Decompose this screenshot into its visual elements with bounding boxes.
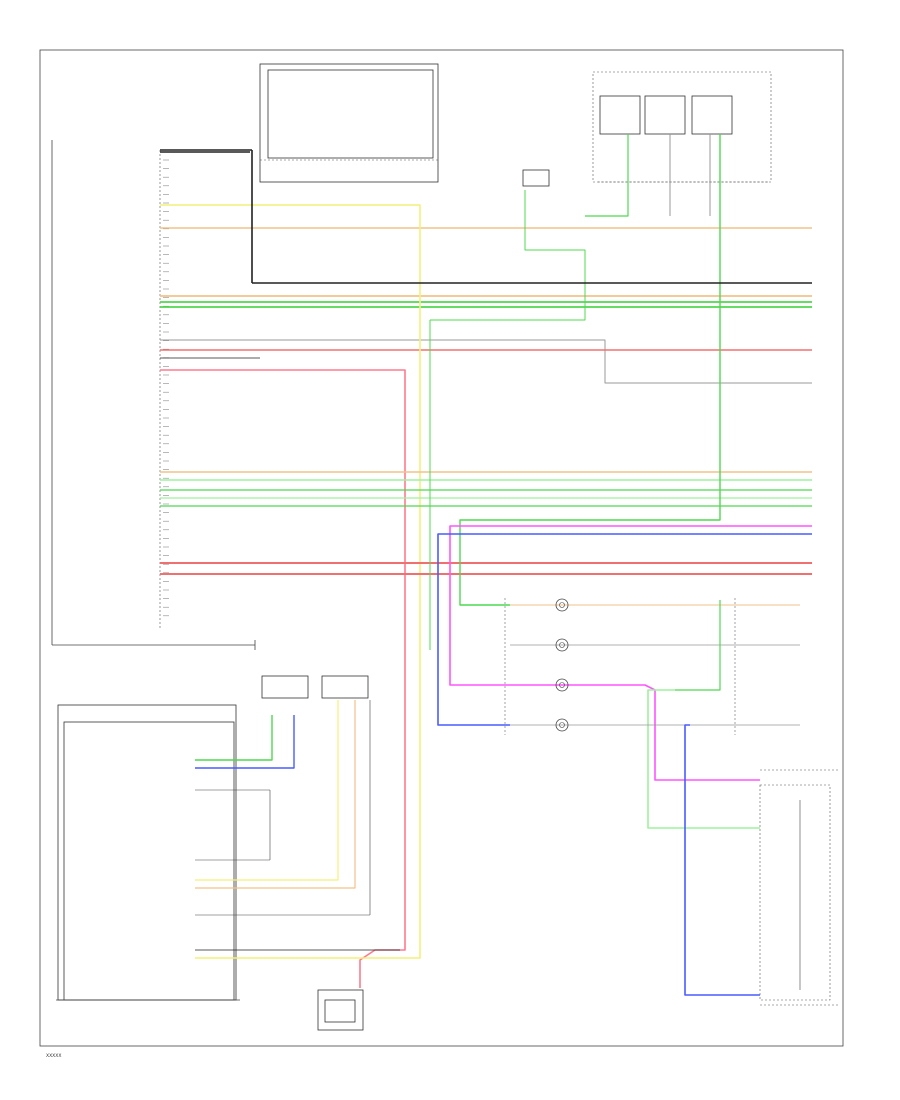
wire-green <box>675 600 721 691</box>
wire-yellow <box>160 204 421 959</box>
wire-green <box>459 134 721 606</box>
wire-magenta <box>449 525 812 686</box>
antenna-jack-icon <box>555 638 569 652</box>
antenna-jack-icon <box>555 678 569 692</box>
wire-blue <box>684 724 760 996</box>
top-right-component <box>592 71 772 183</box>
ground-icon <box>160 149 812 284</box>
antenna-jack-icon <box>555 718 569 732</box>
top-center-module <box>259 63 439 183</box>
outer-frame <box>39 49 844 1047</box>
wire-yellow <box>195 700 339 881</box>
connector-icon <box>522 169 550 187</box>
wire-blue <box>437 533 812 726</box>
main-module <box>51 140 256 650</box>
wire-blue <box>195 715 295 769</box>
wire-green <box>585 134 629 217</box>
wires <box>160 134 812 996</box>
antenna-jack-icon <box>559 642 565 648</box>
footer-code: XXXXX <box>46 1053 61 1059</box>
wire-gray <box>160 339 812 384</box>
antenna-jack-icon <box>555 598 569 612</box>
lower-left-module <box>56 675 371 1001</box>
antenna-jack-icon <box>559 682 565 688</box>
wire-tan <box>195 700 356 889</box>
right-lower-component <box>759 769 840 1006</box>
wire-green <box>430 190 586 321</box>
wire-lightgreen <box>647 689 760 829</box>
antenna-jack-icon <box>559 602 565 608</box>
bottom-motor-component <box>317 989 364 1031</box>
wire-green <box>195 715 273 761</box>
wire-magenta <box>510 684 760 781</box>
antenna-jacks <box>504 598 736 735</box>
antenna-jack-icon <box>559 722 565 728</box>
